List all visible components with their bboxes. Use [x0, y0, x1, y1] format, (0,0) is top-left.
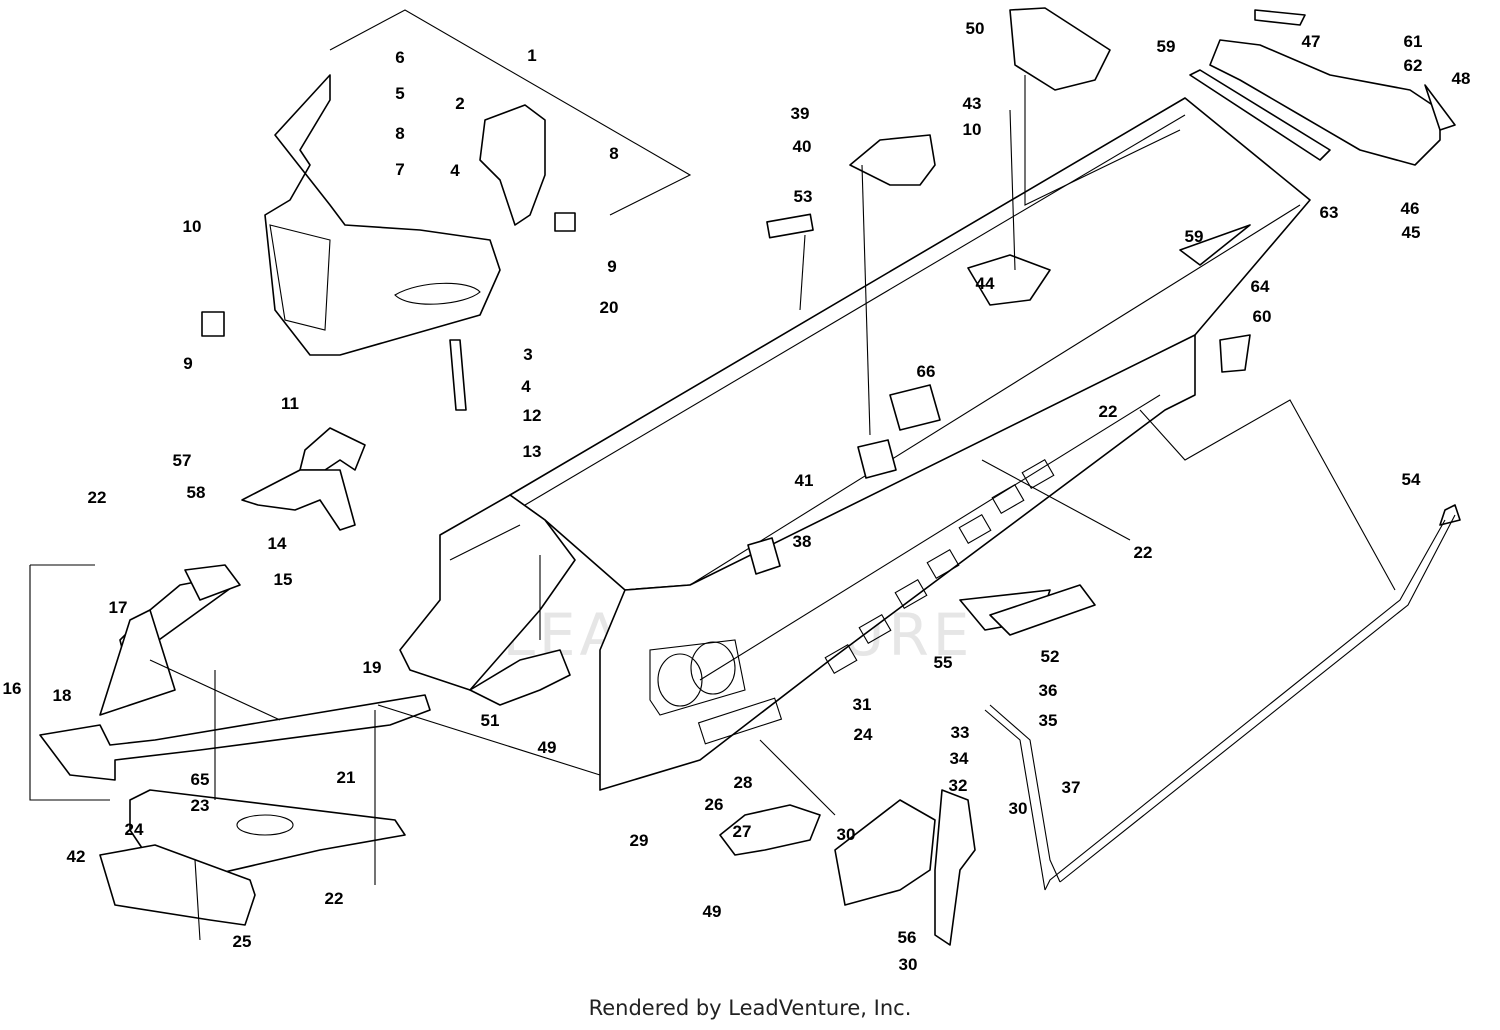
callout-15: 15 — [274, 570, 293, 589]
callout-29: 29 — [630, 831, 649, 850]
callout-22: 22 — [88, 488, 107, 507]
callout-22: 22 — [325, 889, 344, 908]
callout-60: 60 — [1253, 307, 1272, 326]
callout-56: 56 — [898, 928, 917, 947]
callout-46: 46 — [1401, 199, 1420, 218]
callout-40: 40 — [793, 137, 812, 156]
callout-30: 30 — [837, 825, 856, 844]
callout-33: 33 — [951, 723, 970, 742]
callout-30: 30 — [899, 955, 918, 974]
callout-49: 49 — [538, 738, 557, 757]
callout-64: 64 — [1251, 277, 1270, 296]
callout-2: 2 — [455, 94, 464, 113]
callout-53: 53 — [794, 187, 813, 206]
front-bulkhead — [201, 74, 576, 531]
callout-42: 42 — [67, 847, 86, 866]
front-frame — [39, 564, 431, 926]
callout-6: 6 — [395, 48, 404, 67]
callout-23: 23 — [191, 796, 210, 815]
callout-24: 24 — [854, 725, 873, 744]
callout-34: 34 — [950, 749, 969, 768]
callout-24: 24 — [125, 820, 144, 839]
callout-51: 51 — [481, 711, 500, 730]
callout-50: 50 — [966, 19, 985, 38]
callout-25: 25 — [233, 932, 252, 951]
footer-credit: Rendered by LeadVenture, Inc. — [588, 996, 912, 1020]
callout-54: 54 — [1402, 470, 1421, 489]
part-callouts: 1234456788991010111213141516171819202122… — [3, 19, 1471, 974]
callout-62: 62 — [1404, 56, 1423, 75]
callout-55: 55 — [934, 653, 953, 672]
callout-3: 3 — [523, 345, 532, 364]
callout-58: 58 — [187, 483, 206, 502]
callout-36: 36 — [1039, 681, 1058, 700]
tunnel-assembly — [399, 97, 1311, 791]
callout-12: 12 — [523, 406, 542, 425]
callout-59: 59 — [1185, 227, 1204, 246]
callout-28: 28 — [734, 773, 753, 792]
callout-30: 30 — [1009, 799, 1028, 818]
callout-26: 26 — [705, 795, 724, 814]
callout-63: 63 — [1320, 203, 1339, 222]
callout-44: 44 — [976, 274, 995, 293]
rear-bumper — [469, 504, 1461, 946]
callout-66: 66 — [917, 362, 936, 381]
callout-13: 13 — [523, 442, 542, 461]
callout-1: 1 — [527, 46, 536, 65]
callout-49: 49 — [703, 902, 722, 921]
callout-17: 17 — [109, 598, 128, 617]
callout-52: 52 — [1041, 647, 1060, 666]
callout-14: 14 — [268, 534, 287, 553]
callout-32: 32 — [949, 776, 968, 795]
callout-45: 45 — [1402, 223, 1421, 242]
callout-37: 37 — [1062, 778, 1081, 797]
callout-48: 48 — [1452, 69, 1471, 88]
callout-39: 39 — [791, 104, 810, 123]
callout-43: 43 — [963, 94, 982, 113]
callout-47: 47 — [1302, 32, 1321, 51]
callout-11: 11 — [281, 394, 299, 413]
rear-components — [747, 7, 1456, 636]
callout-4: 4 — [450, 161, 460, 180]
callout-61: 61 — [1404, 32, 1423, 51]
callout-65: 65 — [191, 770, 210, 789]
callout-31: 31 — [853, 695, 872, 714]
callout-16: 16 — [3, 679, 22, 698]
callout-59: 59 — [1157, 37, 1176, 56]
callout-57: 57 — [173, 451, 192, 470]
callout-38: 38 — [793, 532, 812, 551]
callout-20: 20 — [600, 298, 619, 317]
callout-10: 10 — [963, 120, 982, 139]
callout-22: 22 — [1134, 543, 1153, 562]
callout-27: 27 — [733, 822, 752, 841]
callout-4: 4 — [521, 377, 531, 396]
callout-5: 5 — [395, 84, 404, 103]
callout-41: 41 — [795, 471, 814, 490]
callout-18: 18 — [53, 686, 72, 705]
callout-19: 19 — [363, 658, 382, 677]
callout-9: 9 — [183, 354, 192, 373]
callout-9: 9 — [607, 257, 616, 276]
callout-35: 35 — [1039, 711, 1058, 730]
callout-22: 22 — [1099, 402, 1118, 421]
callout-8: 8 — [609, 144, 618, 163]
callout-21: 21 — [337, 768, 356, 787]
callout-8: 8 — [395, 124, 404, 143]
callout-10: 10 — [183, 217, 202, 236]
callout-7: 7 — [395, 160, 404, 179]
leader-lines — [29, 9, 1396, 941]
